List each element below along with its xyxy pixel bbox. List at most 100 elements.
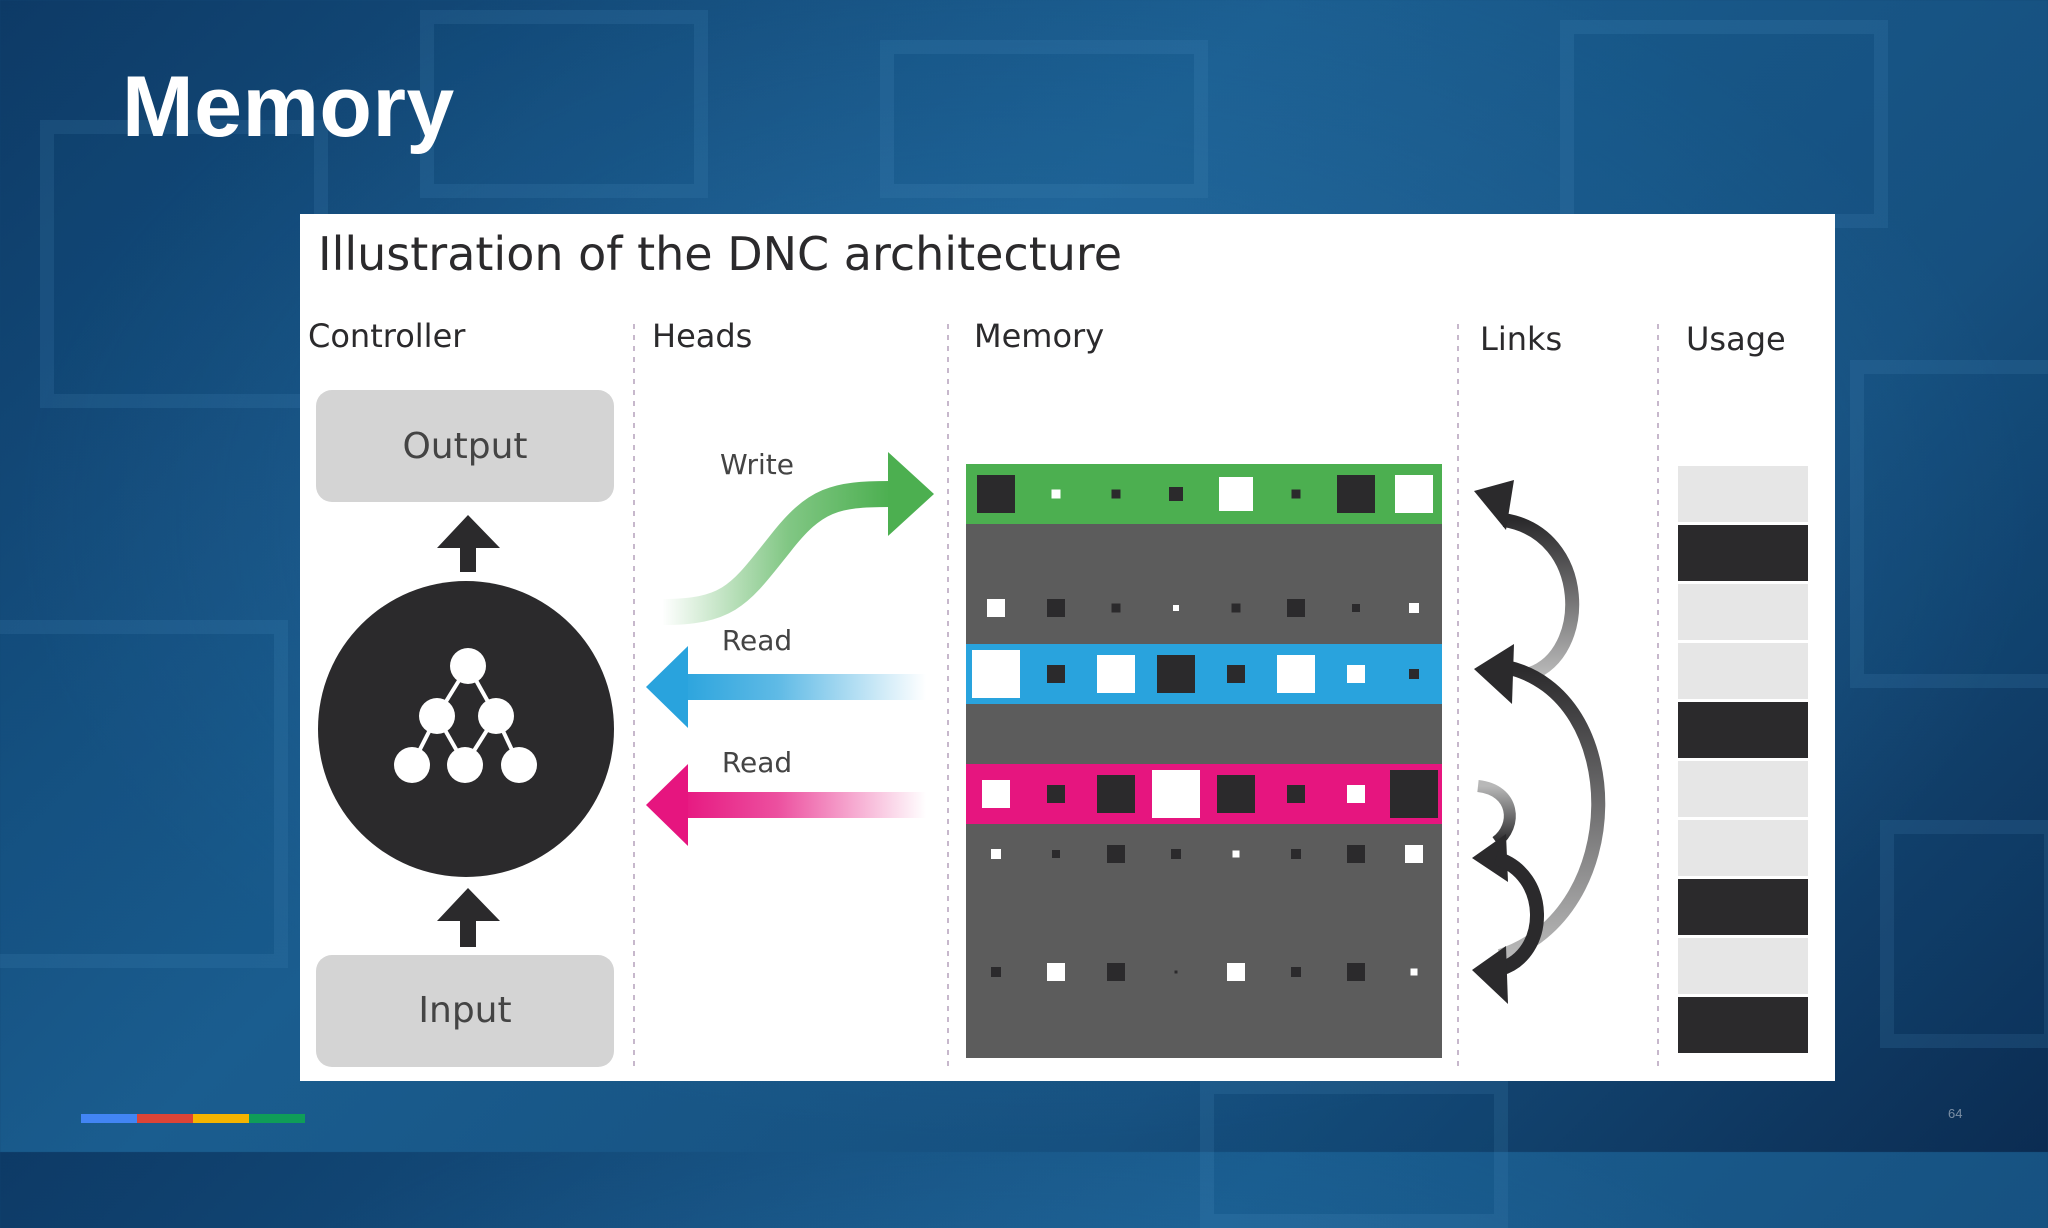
memory-cell <box>1169 487 1183 501</box>
arrow-up-icon <box>437 888 500 947</box>
memory-cell <box>1347 845 1365 863</box>
memory-cell <box>1173 605 1179 611</box>
usage-bar <box>1678 820 1808 876</box>
memory-cell <box>987 599 1005 617</box>
footer-segment <box>193 1114 249 1123</box>
usage-bar <box>1678 643 1808 699</box>
memory-cell <box>1347 665 1365 683</box>
background-square <box>1560 20 1888 228</box>
memory-cell <box>1409 603 1419 613</box>
read-head-arrow <box>646 646 926 728</box>
dnc-diagram-panel: Illustration of the DNC architecture Con… <box>300 214 1835 1081</box>
memory-cell <box>1410 968 1418 976</box>
memory-cell <box>1047 963 1065 981</box>
usage-bar <box>1678 761 1808 817</box>
heads-header: Heads <box>652 317 752 355</box>
slide-title: Memory <box>122 59 455 155</box>
memory-cell <box>1051 489 1061 499</box>
memory-cell <box>1219 477 1253 511</box>
memory-cell <box>1111 603 1121 613</box>
memory-cell <box>1227 665 1245 683</box>
memory-cell <box>1352 604 1360 612</box>
read-label-2: Read <box>722 746 792 779</box>
usage-bar <box>1678 879 1808 935</box>
memory-cell <box>1152 770 1200 818</box>
controller-output-box: Output <box>316 390 614 502</box>
memory-cell <box>1157 655 1195 693</box>
temporal-links <box>1472 480 1606 1004</box>
memory-cell <box>1390 770 1438 818</box>
memory-cell <box>1047 785 1065 803</box>
memory-cell <box>1231 603 1241 613</box>
usage-bar <box>1678 466 1808 522</box>
background-square <box>420 10 708 198</box>
dnc-diagram: Illustration of the DNC architecture Con… <box>308 227 1808 1072</box>
memory-cell <box>991 967 1001 977</box>
links-header: Links <box>1480 320 1562 358</box>
memory-cell <box>1291 849 1301 859</box>
write-head-arrow <box>661 452 934 625</box>
page-number: 64 <box>1948 1106 1963 1121</box>
arrow-up-icon <box>437 515 500 572</box>
background-square <box>0 620 288 968</box>
background-square <box>40 120 328 408</box>
memory-cell <box>1107 845 1125 863</box>
memory-cell <box>1174 970 1178 974</box>
memory-cell <box>1277 655 1315 693</box>
write-label: Write <box>720 448 794 481</box>
read-row-2 <box>966 764 1442 824</box>
memory-cell <box>1287 599 1305 617</box>
controller-input-box: Input <box>316 955 614 1067</box>
memory-cell <box>1047 599 1065 617</box>
memory-cell <box>1227 963 1245 981</box>
memory-cell <box>1232 850 1240 858</box>
usage-bars <box>1678 466 1808 1053</box>
read-row-1 <box>966 644 1442 704</box>
footer-segment <box>81 1114 137 1123</box>
memory-cells <box>972 475 1438 981</box>
memory-cell <box>1052 850 1060 858</box>
memory-cell <box>1337 475 1375 513</box>
footer-color-bar <box>81 1114 305 1123</box>
memory-cell <box>1347 963 1365 981</box>
controller-header: Controller <box>308 317 466 355</box>
memory-cell <box>1171 849 1181 859</box>
link-arrowhead-icon <box>1474 644 1514 704</box>
output-label: Output <box>402 426 527 467</box>
footer-segment <box>137 1114 193 1123</box>
memory-cell <box>1107 963 1125 981</box>
link-arrowhead-icon <box>1472 834 1508 882</box>
memory-cell <box>982 780 1010 808</box>
background-square <box>880 40 1208 198</box>
memory-cell <box>1097 655 1135 693</box>
usage-bar <box>1678 938 1808 994</box>
input-label: Input <box>418 990 511 1031</box>
usage-bar <box>1678 525 1808 581</box>
memory-header: Memory <box>974 317 1104 355</box>
diagram-title: Illustration of the DNC architecture <box>318 227 1122 281</box>
background-square <box>1880 820 2048 1048</box>
usage-bar <box>1678 702 1808 758</box>
background-square <box>1850 360 2048 688</box>
read-label-1: Read <box>722 624 792 657</box>
memory-cell <box>1287 785 1305 803</box>
memory-cell <box>1217 775 1255 813</box>
memory-cell <box>1047 665 1065 683</box>
link-arrowhead-icon <box>1472 946 1508 1004</box>
usage-header: Usage <box>1686 320 1786 358</box>
background-square <box>1200 1080 1508 1228</box>
neural-network-icon <box>318 581 614 877</box>
memory-matrix <box>966 464 1442 1058</box>
memory-cell <box>1405 845 1423 863</box>
column-separators <box>633 324 1659 1072</box>
memory-cell <box>1291 967 1301 977</box>
link-arrowhead-icon <box>1474 480 1514 530</box>
usage-bar <box>1678 997 1808 1053</box>
memory-cell <box>1111 489 1121 499</box>
memory-cell <box>972 650 1020 698</box>
memory-cell <box>1395 475 1433 513</box>
memory-cell <box>991 849 1001 859</box>
footer-segment <box>249 1114 305 1123</box>
read-head-arrow <box>646 764 926 846</box>
usage-bar <box>1678 584 1808 640</box>
